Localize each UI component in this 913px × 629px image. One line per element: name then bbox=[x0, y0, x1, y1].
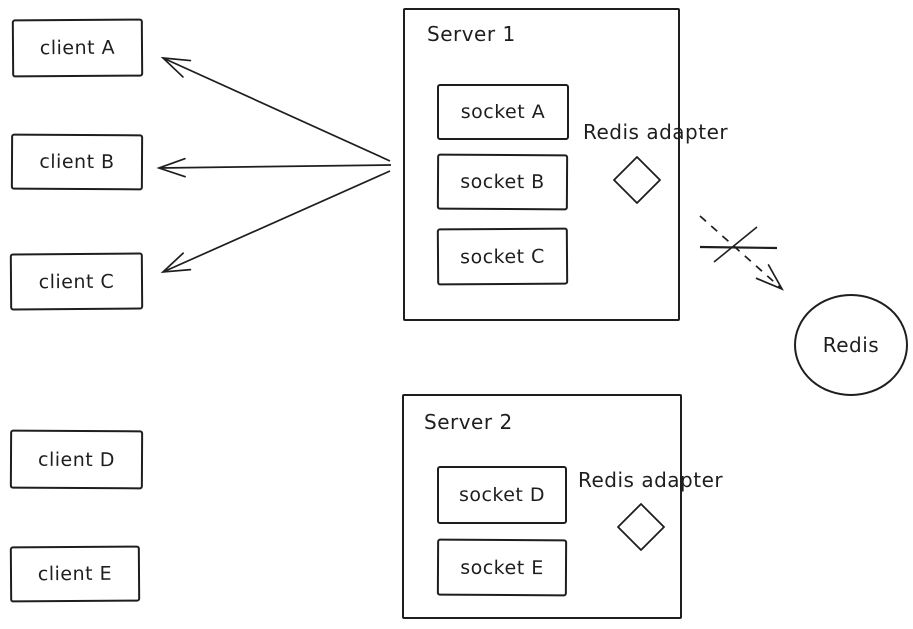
client-b-box: client B bbox=[10, 133, 144, 191]
socket-d-label: socket D bbox=[458, 484, 546, 506]
arrow-server1-to-client-a bbox=[160, 56, 391, 162]
server-2-redis-adapter-label: Redis adapter bbox=[578, 468, 724, 492]
client-c-label: client C bbox=[38, 270, 115, 293]
client-a-box: client A bbox=[11, 18, 144, 78]
server-1-title: Server 1 bbox=[427, 22, 516, 46]
server-1-redis-adapter-label: Redis adapter bbox=[583, 120, 729, 144]
client-a-label: client A bbox=[39, 36, 116, 60]
client-b-label: client B bbox=[39, 150, 115, 174]
client-d-box: client D bbox=[9, 429, 144, 490]
socket-c-box: socket C bbox=[436, 227, 569, 286]
server-1-box: Server 1 socket A socket B socket C bbox=[403, 8, 680, 321]
client-d-label: client D bbox=[38, 448, 115, 471]
server-2-box: Server 2 socket D socket E bbox=[402, 394, 682, 619]
socket-d-box: socket D bbox=[437, 466, 567, 524]
socket-b-label: socket B bbox=[460, 170, 545, 194]
arrow-server1-to-client-c bbox=[160, 170, 391, 274]
server-2-title: Server 2 bbox=[424, 410, 513, 434]
client-c-box: client C bbox=[9, 252, 144, 311]
client-e-box: client E bbox=[9, 545, 141, 603]
socket-a-label: socket A bbox=[460, 101, 546, 123]
redis-node-label: Redis bbox=[822, 333, 880, 357]
socket-a-box: socket A bbox=[437, 84, 569, 140]
socket-c-label: socket C bbox=[460, 245, 545, 268]
client-e-label: client E bbox=[37, 562, 113, 586]
dashed-arrow-server1-to-redis bbox=[699, 215, 784, 291]
socket-e-label: socket E bbox=[460, 556, 544, 579]
cross-out-mark-icon bbox=[699, 226, 778, 263]
arrow-server1-to-client-b bbox=[156, 157, 392, 178]
socket-e-box: socket E bbox=[436, 538, 568, 597]
socket-b-box: socket B bbox=[436, 153, 569, 211]
